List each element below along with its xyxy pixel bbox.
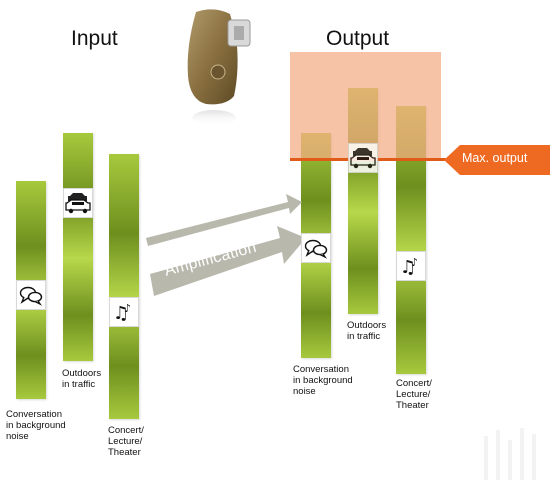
caption-input-concert: Concert/ Lecture/ Theater — [108, 425, 144, 458]
input-bar-outdoors — [63, 133, 93, 361]
music-notes-icon: ♫ ♪ — [396, 251, 426, 281]
decorative-stripe — [520, 428, 524, 480]
max-output-zone — [290, 52, 441, 161]
max-output-arrow — [444, 145, 550, 175]
decorative-stripe — [532, 434, 536, 480]
decorative-stripe — [508, 440, 512, 480]
svg-text:♫: ♫ — [400, 257, 416, 278]
amplification-arrows — [146, 194, 306, 296]
music-notes-icon: ♫ ♪ — [109, 297, 139, 327]
input-heading: Input — [71, 27, 118, 50]
caption-output-conversation: Conversation in background noise — [293, 364, 353, 397]
svg-text:♫: ♫ — [113, 303, 129, 324]
decorative-stripe — [484, 436, 488, 480]
caption-input-outdoors: Outdoors in traffic — [62, 368, 102, 390]
caption-output-outdoors: Outdoors in traffic — [347, 320, 387, 342]
speech-bubbles-icon — [16, 280, 46, 310]
svg-text:♪: ♪ — [124, 302, 131, 315]
input-bar-concert — [109, 154, 139, 419]
speech-bubbles-icon — [301, 233, 331, 263]
decorative-stripe — [496, 430, 500, 480]
caption-output-concert: Concert/ Lecture/ Theater — [396, 378, 432, 411]
caption-input-conversation: Conversation in background noise — [6, 409, 66, 442]
car-traffic-icon — [348, 143, 378, 173]
car-traffic-icon — [63, 188, 93, 218]
output-heading: Output — [326, 27, 390, 50]
max-output-label: Max. output — [462, 151, 528, 165]
svg-text:♪: ♪ — [411, 256, 418, 269]
hearing-aid-device-image — [187, 9, 251, 126]
